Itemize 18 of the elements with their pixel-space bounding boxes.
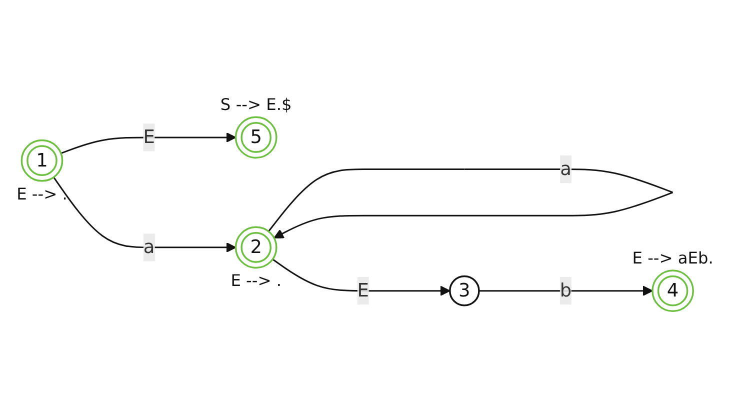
edge-label: a bbox=[560, 158, 572, 180]
edge-label: E bbox=[357, 279, 369, 302]
node-circle: 5 bbox=[234, 116, 278, 159]
node-circle: 2 bbox=[234, 226, 278, 269]
state-annotation: S --> E.$ bbox=[220, 95, 292, 114]
state-annotation: E --> . bbox=[230, 271, 282, 290]
arrow bbox=[478, 286, 653, 296]
edge-label: b bbox=[560, 279, 572, 302]
arrow bbox=[272, 258, 450, 296]
state-annotation: E --> aEb. bbox=[632, 248, 714, 268]
node-circle: 1 bbox=[20, 139, 64, 182]
arrow bbox=[53, 176, 236, 253]
edge-label: E bbox=[143, 126, 155, 148]
state-annotation: E --> . bbox=[16, 184, 68, 204]
node-circle: 4 bbox=[652, 270, 694, 312]
arrow bbox=[60, 132, 236, 154]
node-circle: 3 bbox=[449, 275, 480, 306]
edge-label: a bbox=[143, 236, 155, 258]
